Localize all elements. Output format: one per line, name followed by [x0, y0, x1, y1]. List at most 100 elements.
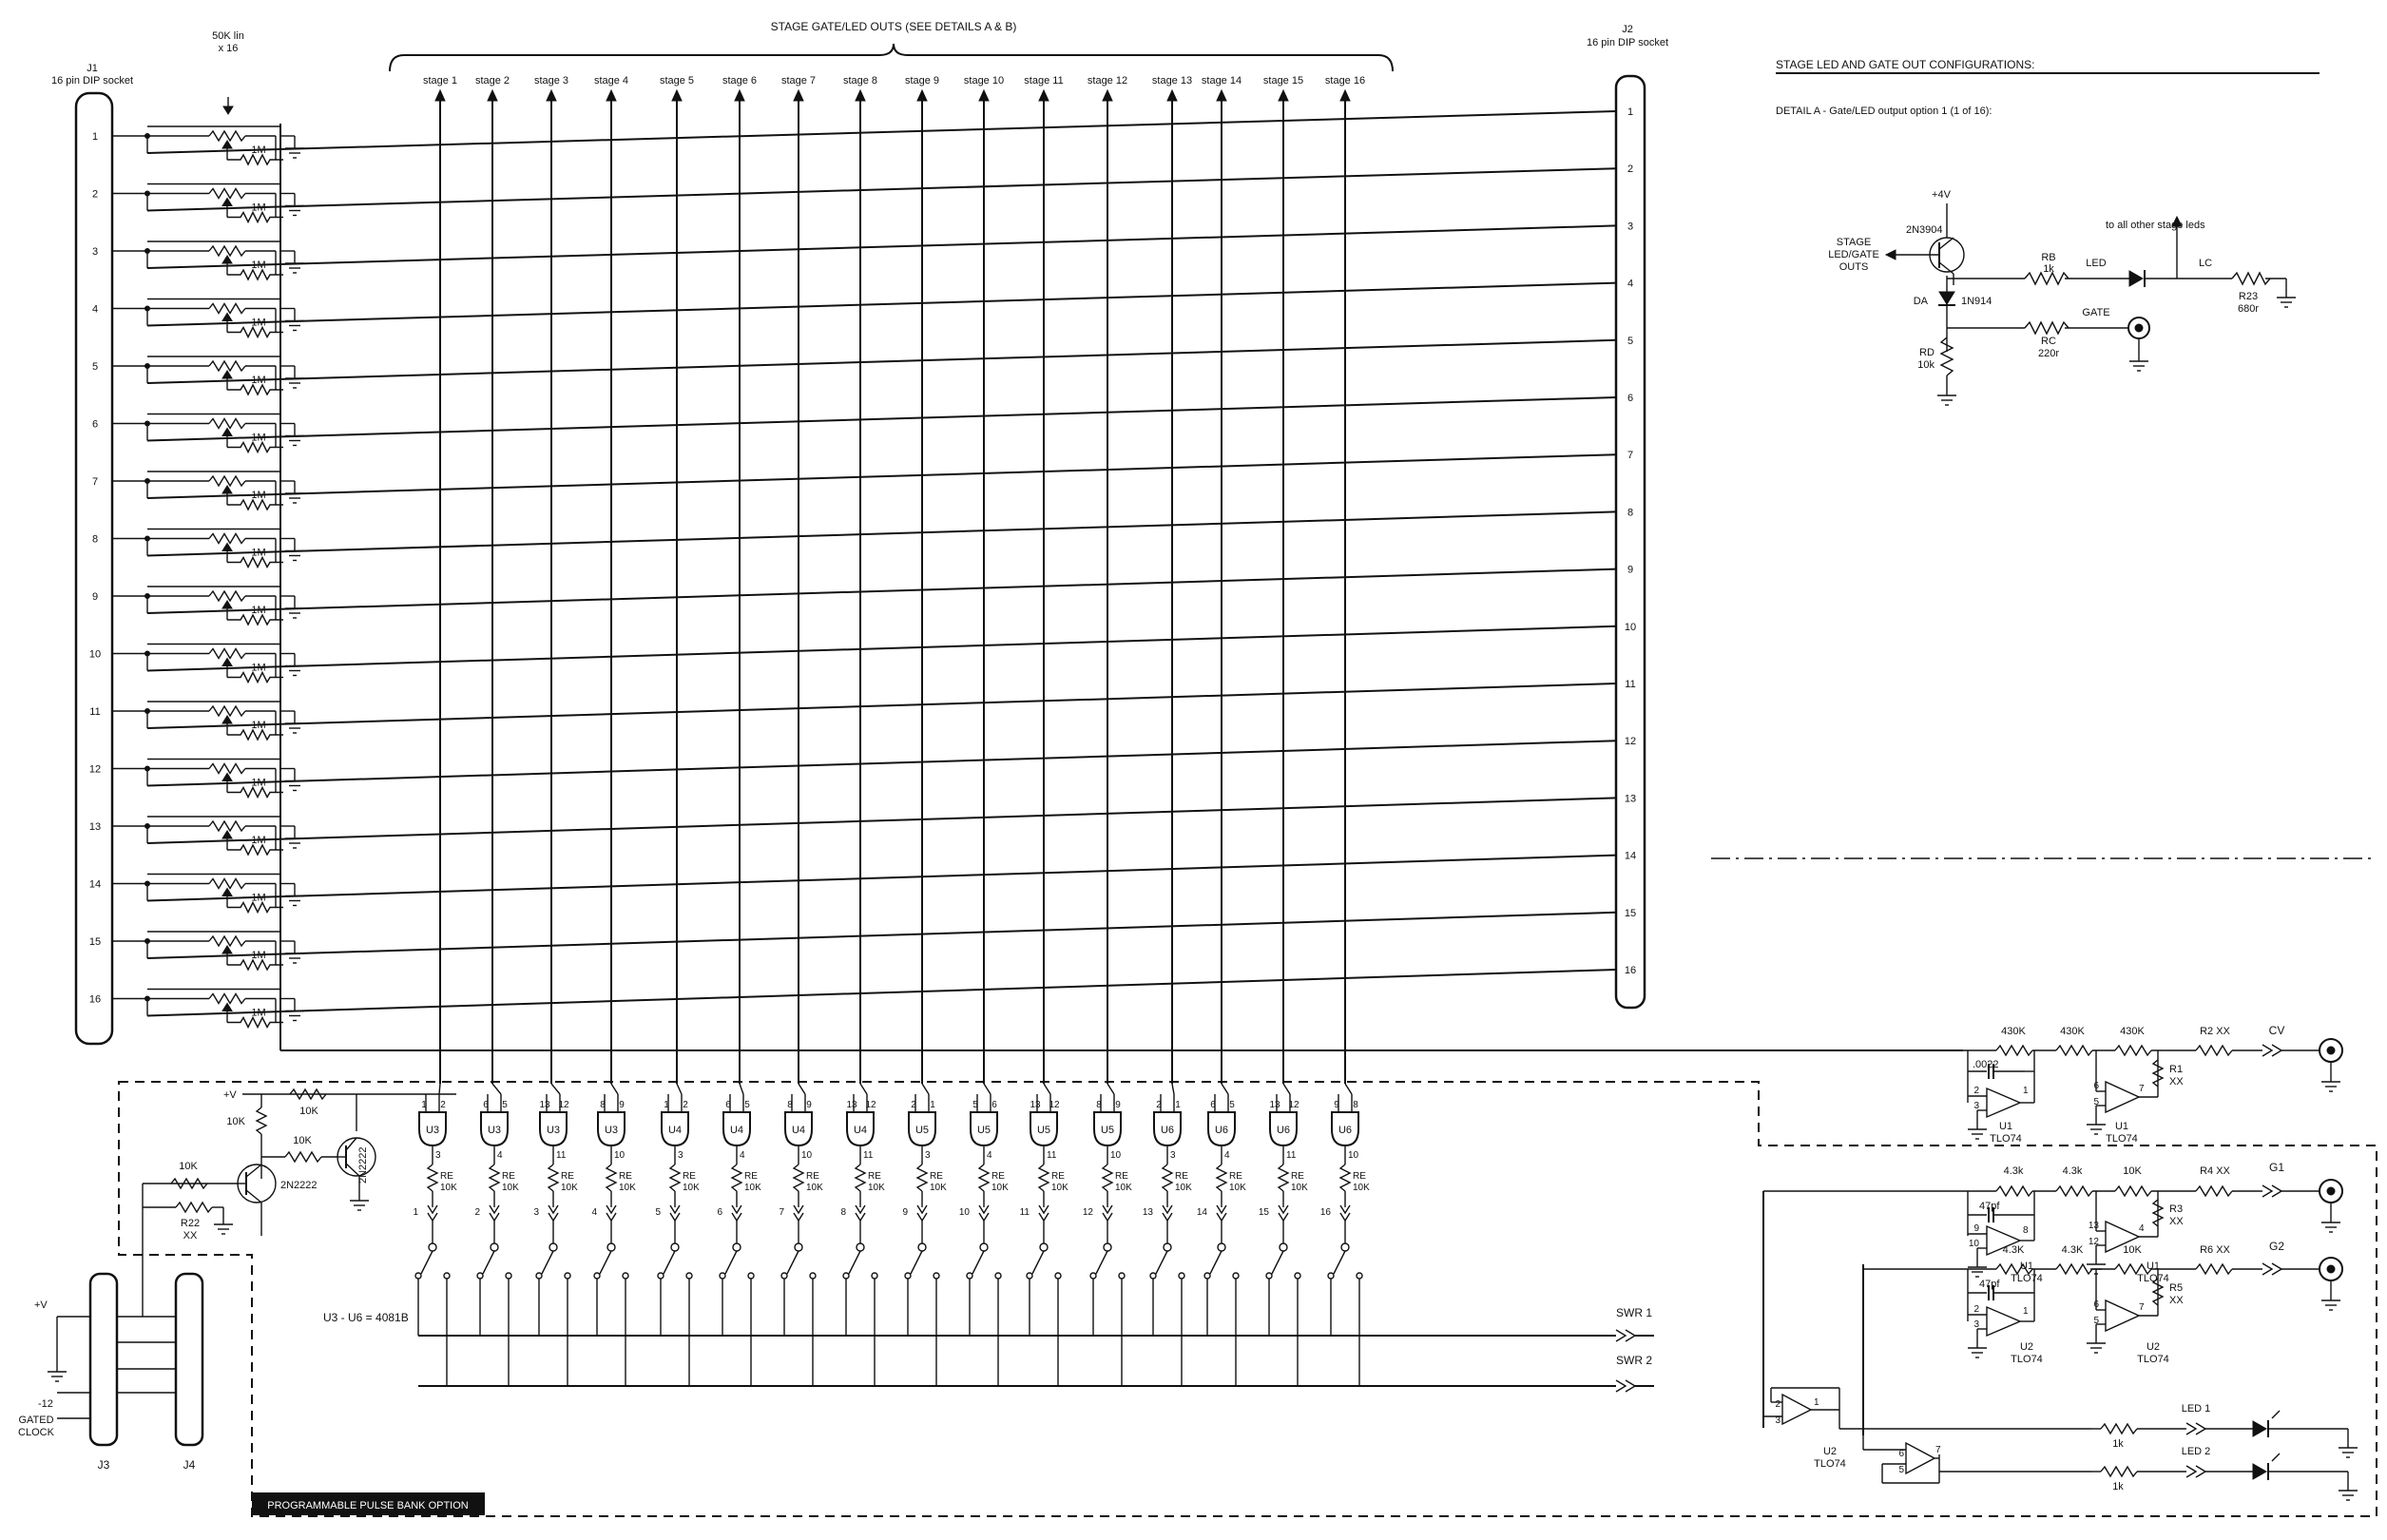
gate-pin-in: 2 — [440, 1100, 446, 1110]
cv-u1b-type: TLO74 — [2106, 1133, 2138, 1145]
j1-pin-number: 12 — [89, 764, 101, 776]
detail-rd-val: 10k — [1917, 359, 1935, 371]
g1-r3: 10K — [2123, 1165, 2142, 1177]
pot-row: 1M — [112, 125, 305, 166]
j2-pin-number: 12 — [1625, 736, 1636, 747]
detail-a-circuit: +4V 2N3904 STAGE LED/GATE OUTS RB 1k LED… — [1828, 189, 2297, 406]
gate-pin-out: 10 — [801, 1150, 813, 1161]
gate-chip-label: U6 — [1277, 1125, 1290, 1136]
stage-number: 7 — [779, 1207, 784, 1218]
j1-pin-number: 6 — [92, 419, 98, 431]
pot-row: 1M — [112, 931, 305, 972]
gate-chip-label: U4 — [730, 1125, 743, 1136]
gate-pin-out: 10 — [1348, 1150, 1359, 1161]
gate-pin-in: 6 — [991, 1100, 997, 1110]
g1-ua-pin9: 9 — [1973, 1223, 1979, 1234]
re-value: 10K — [683, 1183, 700, 1193]
j2-pin-number: 16 — [1625, 965, 1636, 976]
gate-pin-in: 12 — [558, 1100, 569, 1110]
conn-gated-1: GATED — [18, 1415, 53, 1426]
option-label-bg — [252, 1492, 485, 1515]
gate-pin-out: 4 — [1224, 1150, 1230, 1161]
clock-r22: R22 — [181, 1218, 200, 1229]
g2-ua-name: U2 — [2020, 1341, 2033, 1353]
gate-pin-in: 2 — [1156, 1100, 1162, 1110]
re-value: 10K — [1229, 1183, 1246, 1193]
clock-circuit: +V 10K 10K 10K 2N2222 2N2222 10K — [142, 1088, 456, 1242]
cv-u1b-pin7: 7 — [2139, 1084, 2145, 1094]
g2-out-label: G2 — [2269, 1240, 2284, 1253]
pot-row: 1M — [112, 356, 305, 396]
stage-label: stage 11 — [1024, 75, 1063, 87]
pot-row: 1M — [112, 643, 305, 684]
j2-name: J2 — [1622, 24, 1633, 35]
j4-label: J4 — [183, 1458, 196, 1472]
re-label: RE — [1291, 1171, 1304, 1182]
cv-u1b-name: U1 — [2115, 1121, 2128, 1132]
re-label: RE — [1353, 1171, 1366, 1182]
re-value: 10K — [440, 1183, 457, 1193]
j2-pin-number: 6 — [1627, 393, 1633, 404]
j1-socket — [74, 91, 114, 1046]
re-label: RE — [868, 1171, 881, 1182]
stage-number: 6 — [717, 1207, 722, 1218]
gate-pin-out: 11 — [556, 1150, 567, 1161]
j1-pin-number: 5 — [92, 361, 98, 373]
g2-ua-pin2: 2 — [1973, 1304, 1979, 1315]
g2-ub-type: TLO74 — [2137, 1354, 2169, 1365]
led2-label: LED 2 — [2182, 1446, 2211, 1457]
stage-label: stage 8 — [843, 75, 877, 87]
g2-cap: 47pf — [1979, 1279, 2000, 1290]
pot-row: 1M — [112, 586, 305, 626]
g2-r6xx: R6 XX — [2200, 1244, 2230, 1256]
swr2-label: SWR 2 — [1616, 1354, 1652, 1367]
j1-pin-number: 4 — [92, 304, 98, 316]
gate-pin-in: 1 — [664, 1100, 669, 1110]
j2-pin-number: 11 — [1625, 679, 1635, 690]
gate-chip-label: U5 — [915, 1125, 929, 1136]
gate-pin-out: 11 — [1286, 1150, 1297, 1161]
detail-lc: LC — [2199, 258, 2212, 269]
g2-ub-pin6: 6 — [2093, 1299, 2099, 1310]
gate-chip-label: U5 — [1037, 1125, 1050, 1136]
stage-column: stage 11 — [1024, 75, 1064, 1084]
led-u2a-pin2: 2 — [1775, 1399, 1781, 1410]
row-bus — [146, 110, 1617, 1017]
led-driver-circuit: 2 3 1 U2 TLO74 1k LED 1 6 5 7 1k — [1763, 1387, 2358, 1501]
stage-column: stage 8 — [843, 75, 877, 1084]
gate-pin-out: 3 — [678, 1150, 683, 1161]
clock-r10k-b: 10K — [299, 1106, 318, 1117]
j2-pin-number: 3 — [1627, 221, 1633, 232]
re-value: 10K — [1353, 1183, 1370, 1193]
gate-pin-in: 2 — [911, 1100, 916, 1110]
j1-pin-number: 8 — [92, 534, 98, 546]
gate-pin-out: 10 — [1110, 1150, 1122, 1161]
detail-rc: RC — [2041, 336, 2056, 347]
option-label: PROGRAMMABLE PULSE BANK OPTION — [267, 1500, 469, 1511]
led-r1k-b: 1k — [2112, 1481, 2124, 1492]
j1-pin-number: 16 — [89, 994, 101, 1006]
j2-pin-number: 1 — [1627, 106, 1633, 118]
pot-row: 1M — [112, 183, 305, 224]
gate-chip-label: U3 — [488, 1125, 501, 1136]
g2-ub-name: U2 — [2146, 1341, 2160, 1353]
j1-name: J1 — [87, 63, 98, 74]
chip-note: U3 - U6 = 4081B — [323, 1311, 409, 1324]
re-label: RE — [1229, 1171, 1242, 1182]
re-value: 10K — [561, 1183, 578, 1193]
led-u2b-pin6: 6 — [1898, 1449, 1904, 1459]
pot-row: 1M — [112, 241, 305, 281]
gate-pin-in: 5 — [744, 1100, 750, 1110]
cv-u1a-pin1: 1 — [2023, 1086, 2029, 1096]
pot-row: 1M — [112, 988, 305, 1030]
j2-pin-number: 8 — [1627, 507, 1633, 518]
g1-r3xx: R3 — [2169, 1203, 2183, 1215]
re-value: 10K — [744, 1183, 761, 1193]
